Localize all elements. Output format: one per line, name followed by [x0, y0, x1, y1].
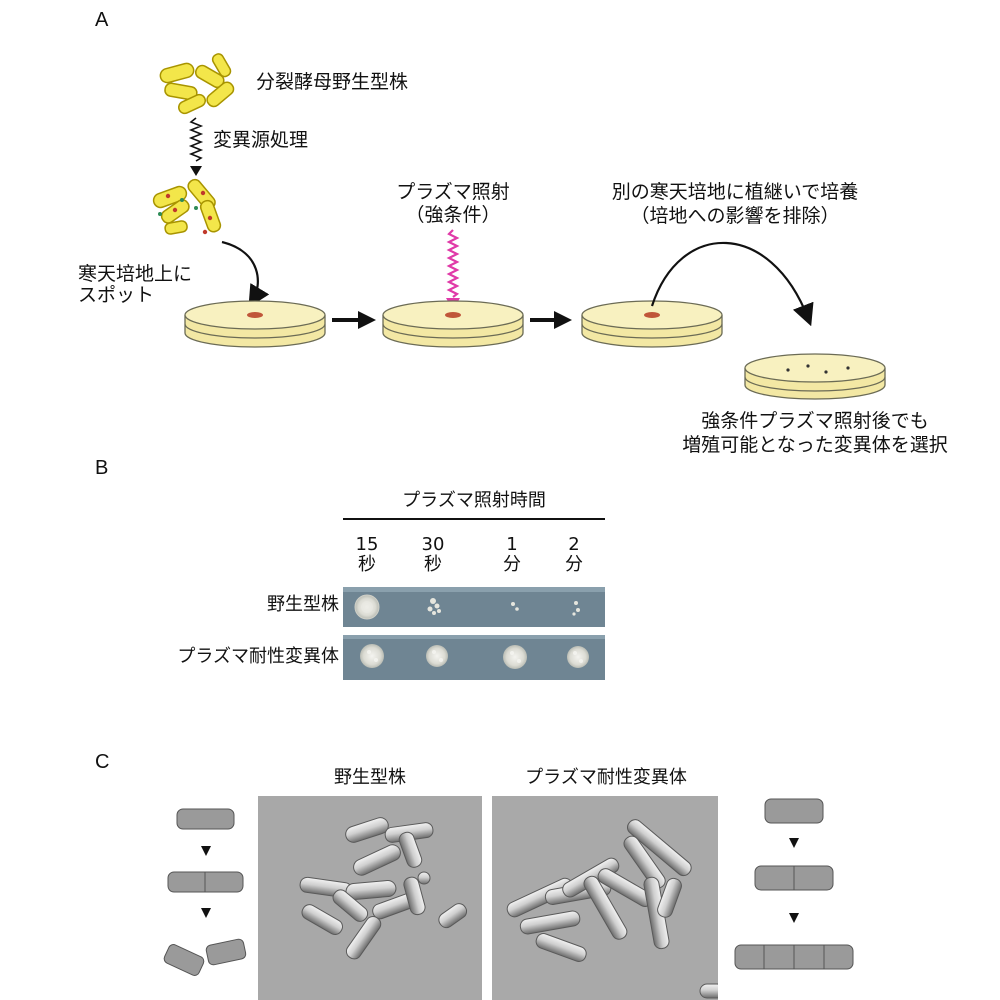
wild-type-yeast-cells	[159, 53, 235, 115]
micrograph-title-wild-type: 野生型株	[334, 767, 406, 788]
micrograph-wild-type	[258, 796, 482, 1000]
colony-mut-2m	[567, 646, 589, 668]
agar-dish-4	[744, 353, 886, 400]
mutagen-label: 変異源処理	[213, 129, 309, 151]
spot-label-line2: スポット	[78, 284, 155, 306]
header-underline	[343, 518, 605, 520]
select-label-line2: 増殖可能となった変異体を選択	[682, 434, 948, 456]
micrograph-title-mutant: プラズマ耐性変異体	[525, 767, 687, 788]
agar-dish-2	[382, 300, 524, 348]
panel-b-letter: B	[95, 457, 109, 479]
colony-mut-15s	[360, 644, 384, 668]
time-30-unit: 秒	[424, 554, 442, 575]
agar-dish-3	[581, 300, 723, 348]
plate-row-mutant	[343, 635, 605, 680]
panel-a-letter: A	[95, 9, 109, 31]
mutagen-arrow	[188, 117, 204, 162]
time-1-num: 1	[506, 534, 518, 555]
time-15-unit: 秒	[358, 554, 376, 575]
row-label-mutant: プラズマ耐性変異体	[177, 646, 339, 667]
plasma-label-line1: プラズマ照射	[396, 181, 510, 203]
agar-dish-1	[184, 300, 326, 348]
select-label-line1: 強条件プラズマ照射後でも	[701, 410, 929, 432]
subculture-label-line2: （培地への影響を排除）	[630, 205, 840, 227]
colony-wt-30s	[427, 598, 441, 615]
colony-mut-1m	[503, 645, 527, 669]
colony-mut-30s	[426, 645, 448, 667]
plate-row-wild-type	[343, 587, 605, 627]
time-1-unit: 分	[503, 554, 521, 575]
row-label-wild-type: 野生型株	[267, 594, 339, 615]
colony-wt-1m	[511, 602, 519, 611]
wild-type-label: 分裂酵母野生型株	[256, 71, 409, 93]
time-2-num: 2	[568, 534, 580, 555]
time-30-num: 30	[421, 534, 445, 555]
panel-c-letter: C	[95, 751, 110, 773]
time-15-num: 15	[355, 534, 379, 555]
subculture-label-line1: 別の寒天培地に植継いで培養	[611, 181, 859, 203]
micrograph-mutant	[492, 796, 718, 1000]
spot-label-line1: 寒天培地上に	[78, 263, 193, 285]
wt-division-schematic	[163, 808, 247, 976]
plasma-time-header: プラズマ照射時間	[402, 490, 546, 511]
mutant-division-schematic	[734, 798, 854, 970]
plasma-label-line2: （強条件）	[405, 204, 501, 226]
plasma-beam	[446, 229, 460, 298]
time-2-unit: 分	[565, 554, 583, 575]
colony-wt-2m	[572, 601, 580, 616]
